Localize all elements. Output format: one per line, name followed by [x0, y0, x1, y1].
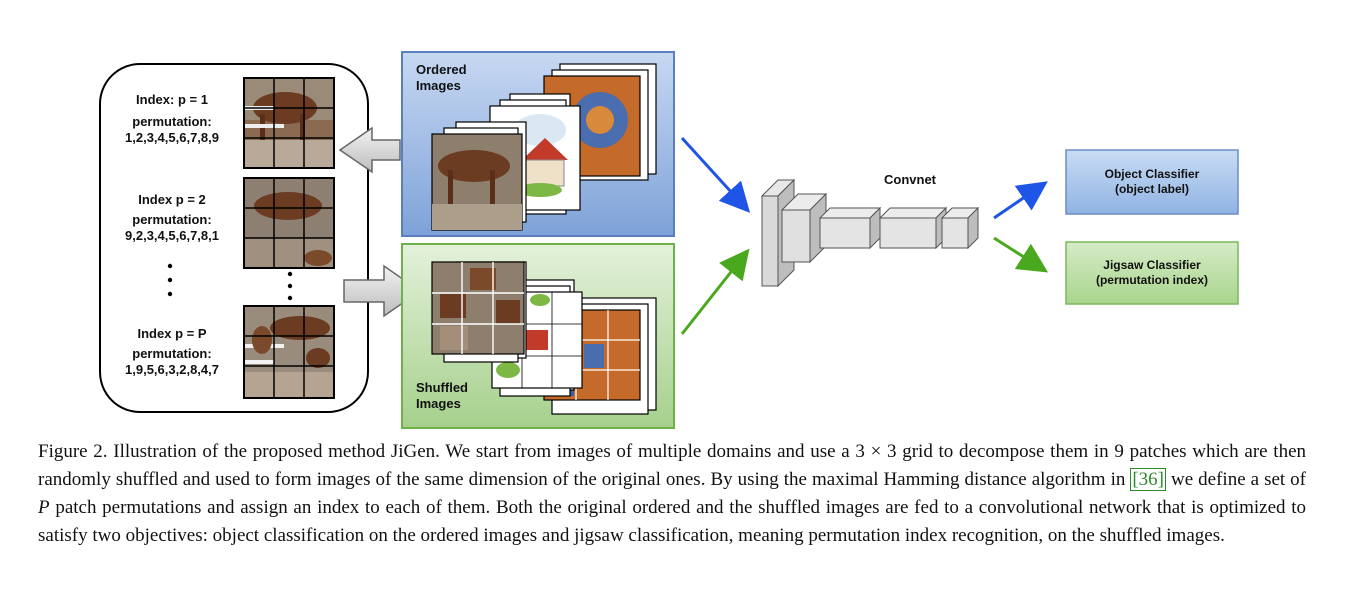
citation-link[interactable]: [36] [1130, 468, 1167, 491]
permutation-value: 9,2,3,4,5,6,7,8,1 [125, 228, 219, 243]
jigsaw-classifier-label: Jigsaw Classifier (permutation index) [1095, 258, 1208, 287]
figure-caption: Figure 2. Illustration of the proposed m… [38, 441, 1306, 546]
green-output-arrow [993, 236, 1049, 273]
horse-thumbnail-1 [243, 77, 335, 169]
shuffled-image-stack [431, 261, 657, 415]
figure-diagram: Index: p = 1 permutation: 1,2,3,4,5,6,7,… [99, 51, 1239, 429]
shuffled-images-label: Shuffled Images [416, 380, 468, 411]
jigsaw-classifier-box [1065, 241, 1239, 305]
permutation-label: permutation: [132, 346, 212, 361]
index-entry-1: Index: p = 1 permutation: 1,2,3,4,5,6,7,… [112, 92, 232, 146]
horse-thumbnail-3 [243, 305, 335, 399]
permutation-label: permutation: [132, 114, 212, 129]
object-classifier-label: Object Classifier (object label) [1104, 167, 1200, 196]
horse-thumbnail-2 [243, 177, 335, 269]
index-entry-2: Index p = 2 permutation: 9,2,3,4,5,6,7,8… [112, 192, 232, 244]
object-classifier-box [1065, 149, 1239, 215]
ordered-image-stack [431, 63, 657, 231]
permutation-value: 1,9,5,6,3,2,8,4,7 [125, 362, 219, 377]
permutation-value: 1,2,3,4,5,6,7,8,9 [125, 130, 219, 145]
blue-output-arrow [993, 181, 1048, 220]
left-arrow [338, 126, 401, 174]
convnet-blocks [760, 178, 980, 288]
permutation-label: permutation: [132, 212, 212, 227]
index-label: Index: p = 1 [136, 92, 208, 107]
index-entry-p: Index p = P permutation: 1,9,5,6,3,2,8,4… [112, 326, 232, 378]
diagram-graphics [99, 51, 1239, 429]
index-label: Index p = 2 [138, 192, 206, 207]
convnet-label: Convnet [884, 172, 936, 187]
green-input-arrow [680, 248, 750, 335]
blue-input-arrow [680, 136, 751, 213]
ordered-images-label: Ordered Images [416, 62, 467, 93]
index-label: Index p = P [137, 326, 207, 341]
ellipsis-dots [167, 263, 293, 301]
